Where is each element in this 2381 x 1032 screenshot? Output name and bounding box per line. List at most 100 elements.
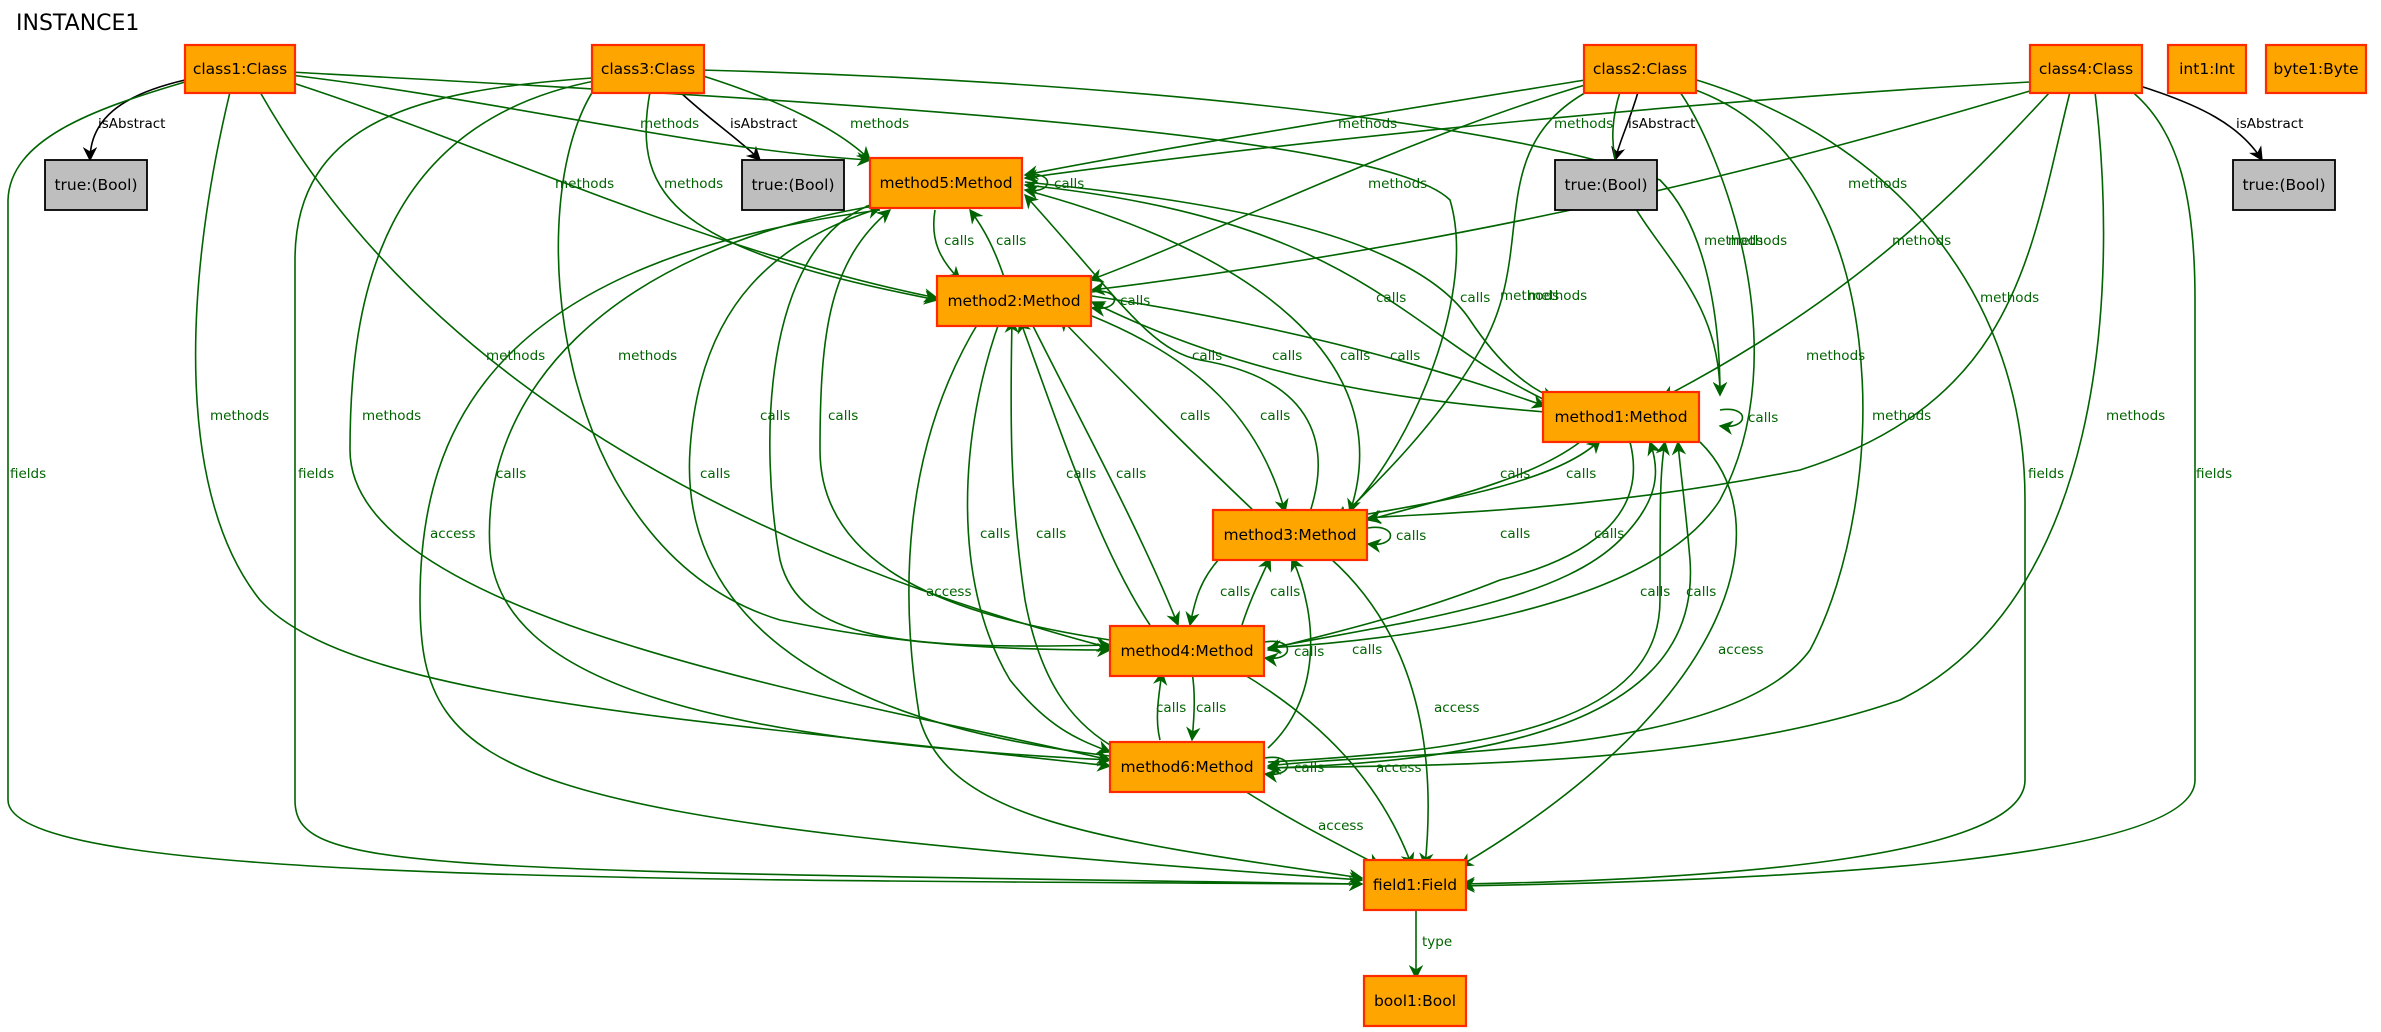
edge-m1-access-field1: access [1458, 441, 1764, 867]
edge-label-calls: calls [1376, 290, 1406, 306]
edge-label-calls: calls [1120, 293, 1150, 309]
edge-label-calls: calls [1294, 644, 1324, 660]
node-int1-label: int1:Int [2179, 60, 2235, 78]
edge-label-calls: calls [1396, 528, 1426, 544]
edge-label-calls: calls [1192, 348, 1222, 364]
edge-m1-calls-m5: calls [1023, 179, 1546, 401]
edge-label-methods: methods [2106, 408, 2165, 424]
edge-class2-methods-m4: methods [1266, 91, 1865, 655]
edge-class4-methods-m6: methods [1266, 91, 2165, 775]
node-field1: field1:Field [1362, 858, 1468, 912]
edge-label-calls: calls [1460, 290, 1490, 306]
edge-class3-methods-m5: methods [699, 74, 909, 162]
node-byte1: byte1:Byte [2264, 43, 2368, 95]
edge-label-methods: methods [1806, 348, 1865, 364]
edge-m5-calls-m6: calls [488, 204, 1112, 767]
edge-class1-fields: fields [7, 81, 1364, 892]
node-method3-label: method3:Method [1223, 526, 1356, 544]
edge-label-methods: methods [210, 408, 269, 424]
edge-label-calls: calls [1220, 584, 1250, 600]
edge-m5-access-field1: access [419, 209, 1364, 887]
edge-class2-methods-m5: methods [1023, 79, 1586, 180]
edge-label-methods: methods [486, 348, 545, 364]
edge-m4-calls-m2: calls [1017, 318, 1151, 626]
edge-label-access: access [430, 526, 476, 542]
node-method5: method5:Method [868, 156, 1024, 210]
node-true-label: true:(Bool) [751, 176, 834, 194]
edge-label-calls: calls [1116, 466, 1146, 482]
edge-label-calls: calls [1390, 348, 1420, 364]
edge-class2-methods-m2: methods [1088, 84, 1586, 283]
edge-label-methods: methods [640, 116, 699, 132]
node-true-label: true:(Bool) [54, 176, 137, 194]
node-method2-label: method2:Method [947, 292, 1080, 310]
node-byte1-label: byte1:Byte [2273, 60, 2358, 78]
node-class2: class2:Class [1582, 43, 1698, 95]
node-bool1-label: bool1:Bool [1374, 992, 1456, 1010]
edge-class4-methods-m3: methods [1366, 91, 2071, 525]
edge-class2-methods-m3: methods [1336, 89, 1591, 521]
edge-label-calls: calls [944, 233, 974, 249]
edge-m5-calls-m2: calls [932, 209, 974, 282]
edge-label-calls: calls [1294, 760, 1324, 776]
node-true-class2: true:(Bool) [1554, 159, 1658, 211]
edge-label-isabstract: isAbstract [730, 116, 797, 132]
node-true-label: true:(Bool) [1564, 176, 1647, 194]
edge-class1-methods-m4: methods [259, 91, 1112, 652]
edge-class2-isabstract: isAbstract [1611, 91, 1695, 162]
edge-m6-calls-m1b: calls [1267, 440, 1716, 769]
edge-m2-calls-m6: calls [966, 319, 1112, 754]
node-method5-label: method5:Method [879, 174, 1012, 192]
edge-m3-calls-m5: calls [1024, 193, 1319, 513]
edge-m6-calls-m5: calls [688, 205, 1111, 757]
edge-label-methods: methods [1368, 176, 1427, 192]
edge-m4-calls-m5: calls [819, 209, 1111, 641]
edge-m4-calls-m1: calls [1267, 440, 1662, 649]
edge-class4-methods-m5: methods [1023, 81, 2031, 184]
edge-label-access: access [1434, 700, 1480, 716]
node-method1: method1:Method [1541, 390, 1701, 444]
edge-m3-calls-self: calls [1366, 526, 1426, 553]
node-class4-label: class4:Class [2039, 60, 2133, 78]
edge-class3-methods-m4: methods [557, 87, 1112, 658]
edge-m3-calls-m2: calls [1058, 316, 1256, 513]
edge-label-methods: methods [664, 176, 723, 192]
edge-label-access: access [1376, 760, 1422, 776]
edge-m2-access-field1: access [908, 319, 1364, 884]
edge-class1-isabstract: isAbstract [82, 79, 186, 162]
edge-class3-methods-m6: methods [349, 79, 1112, 765]
edge-label-fields: fields [10, 466, 46, 482]
edge-class4-methods-m1: methods [1660, 91, 2051, 399]
edge-label-calls: calls [1272, 348, 1302, 364]
edge-label-type: type [1422, 934, 1452, 950]
node-method3: method3:Method [1211, 508, 1369, 562]
edge-label-methods: methods [1500, 288, 1559, 304]
node-class3-label: class3:Class [601, 60, 695, 78]
edge-m4-calls-m6: calls [1186, 671, 1226, 742]
edge-label-methods: methods [1338, 116, 1397, 132]
edge-label-fields: fields [2196, 466, 2232, 482]
node-method1-label: method1:Method [1554, 408, 1687, 426]
edge-label-methods: methods [1848, 176, 1907, 192]
edge-label-calls: calls [1340, 348, 1370, 364]
edge-label-isabstract: isAbstract [1628, 116, 1695, 132]
node-method2: method2:Method [935, 274, 1093, 328]
edge-class2-methods-m1: methods [1612, 91, 1763, 397]
edge-label-calls: calls [700, 466, 730, 482]
edge-m6-calls-self: calls [1263, 756, 1324, 783]
edge-m1-calls-m3: calls [1366, 441, 1596, 524]
node-bool1: bool1:Bool [1362, 974, 1468, 1028]
edge-m1-calls-m2: calls [1090, 301, 1546, 413]
edge-label-methods: methods [1892, 233, 1951, 249]
edge-m6-access-field1: access [1239, 787, 1382, 867]
edge-class1-methods-m3: methods [289, 71, 1559, 521]
edge-m4-calls-self: calls [1263, 640, 1324, 667]
edge-class2-methods-m6: methods [1266, 87, 1931, 772]
edge-m2-calls-m1: calls [1091, 295, 1547, 409]
edge-m3-access-field1: access [1329, 557, 1480, 868]
edge-label-calls: calls [1594, 526, 1624, 542]
edge-m2-calls-m4: calls [1029, 319, 1180, 627]
edge-m3-calls-m1: calls [1367, 438, 1602, 515]
node-class1: class1:Class [183, 43, 297, 95]
